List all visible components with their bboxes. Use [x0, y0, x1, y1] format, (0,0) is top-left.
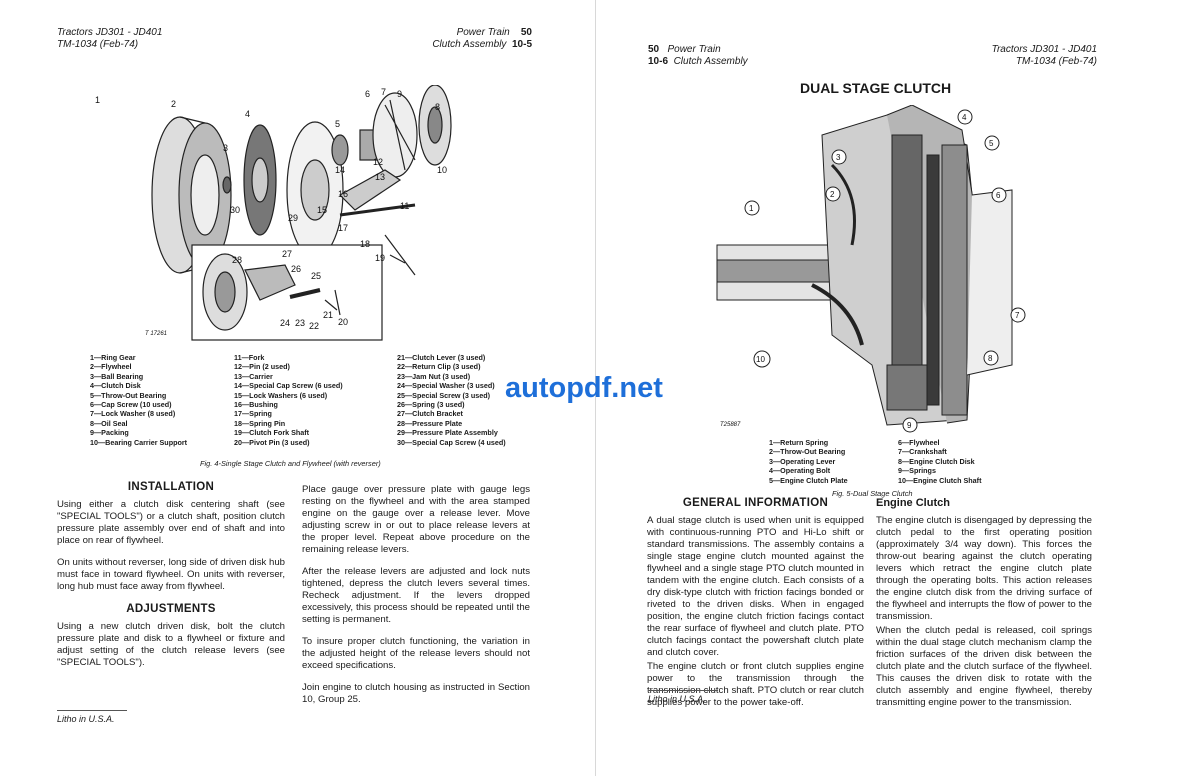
callout-9: 9: [907, 421, 912, 430]
callout-29: 29: [288, 213, 298, 223]
right-header-section: 50 Power Train 10-6 Clutch Assembly: [648, 44, 748, 67]
exploded-clutch-figure: 2 3 4 5 6 7 8 9 10 11 12 13 14 15 16 17 …: [95, 85, 452, 341]
callout-1: 1: [749, 204, 754, 213]
installation-heading: INSTALLATION: [127, 481, 215, 493]
callout-9: 9: [397, 89, 402, 99]
left-figure-caption: Fig. 4-Single Stage Clutch and Flywheel …: [200, 459, 381, 468]
callout-11: 11: [400, 201, 409, 211]
left-footer-rule: [57, 710, 127, 711]
variation-paragraph: To insure proper clutch functioning, the…: [302, 636, 530, 671]
callout-7: 7: [1015, 311, 1020, 320]
release-levers-paragraph: After the release levers are adjusted an…: [302, 566, 530, 625]
right-column-2: Engine Clutch The engine clutch is disen…: [876, 497, 1092, 719]
right-column-1: GENERAL INFORMATION A dual stage clutch …: [647, 497, 864, 719]
engine-clutch-heading: Engine Clutch: [876, 497, 950, 509]
right-footer: Litho in U.S.A.: [648, 694, 706, 704]
right-figure-caption: Fig. 5-Dual Stage Clutch: [832, 489, 913, 498]
engine-clutch-paragraph-2: When the clutch pedal is released, coil …: [876, 625, 1092, 708]
left-column-1: INSTALLATION Using either a clutch disk …: [57, 481, 285, 679]
callout-7: 7: [381, 87, 386, 97]
callout-1: 1: [95, 95, 100, 105]
callout-13: 13: [375, 172, 385, 182]
callout-16: 16: [338, 189, 348, 199]
callout-8: 8: [435, 102, 440, 112]
callout-18: 18: [360, 239, 370, 249]
callout-24: 24: [280, 318, 290, 328]
parts-list-col3: 21—Clutch Lever (3 used)22—Return Clip (…: [397, 353, 506, 447]
engine-clutch-paragraph-1: The engine clutch is disengaged by depre…: [876, 515, 1093, 622]
callout-23: 23: [295, 318, 305, 328]
callout-27: 27: [282, 249, 292, 259]
left-column-2: Place gauge over pressure plate with gau…: [302, 484, 530, 716]
callout-3: 3: [223, 143, 228, 153]
callout-5: 5: [989, 139, 994, 148]
join-engine-paragraph: Join engine to clutch housing as instruc…: [302, 682, 530, 705]
callout-5: 5: [335, 119, 340, 129]
adjustments-paragraph-1: Using a new clutch driven disk, bolt the…: [57, 621, 285, 668]
general-information-heading: GENERAL INFORMATION: [682, 497, 829, 509]
callout-19: 19: [375, 253, 385, 263]
general-paragraph-2: The engine clutch or front clutch suppli…: [647, 661, 864, 708]
callout-15: 15: [317, 205, 327, 215]
callout-4: 4: [962, 113, 967, 122]
dual-clutch-cutaway-figure: 1 2 3 4 5 6 7 8 9 10 T25887: [712, 105, 1027, 435]
watermark-text: autopdf.net: [505, 372, 663, 404]
right-header-model: Tractors JD301 - JD401 TM-1034 (Feb-74): [991, 44, 1097, 67]
callout-2: 2: [171, 99, 176, 109]
left-header-model: Tractors JD301 - JD401 TM-1034 (Feb-74): [57, 27, 163, 50]
dual-stage-clutch-title: DUAL STAGE CLUTCH: [800, 80, 952, 96]
callout-3: 3: [836, 153, 841, 162]
callout-6: 6: [996, 191, 1001, 200]
callout-6: 6: [365, 89, 370, 99]
gauge-paragraph: Place gauge over pressure plate with gau…: [302, 484, 530, 555]
callout-4: 4: [245, 109, 250, 119]
page-divider: [595, 0, 596, 776]
callout-30: 30: [230, 205, 240, 215]
callout-21: 21: [323, 310, 333, 320]
callout-26: 26: [291, 264, 301, 274]
adjustments-heading: ADJUSTMENTS: [126, 603, 216, 615]
left-header-section: Power Train 50 Clutch Assembly 10-5: [432, 27, 532, 50]
callout-2: 2: [830, 190, 835, 199]
callout-28: 28: [232, 255, 242, 265]
general-paragraph-1: A dual stage clutch is used when unit is…: [647, 515, 864, 658]
installation-paragraph-2: On units without reverser, long side of …: [57, 557, 285, 592]
callout-8: 8: [988, 354, 993, 363]
left-footer: Litho in U.S.A.: [57, 714, 115, 724]
right-footer-rule: [648, 690, 718, 691]
callout-17: 17: [338, 223, 348, 233]
callout-10: 10: [756, 355, 765, 364]
callout-14: 14: [335, 165, 345, 175]
callout-25: 25: [311, 271, 321, 281]
installation-paragraph-1: Using either a clutch disk centering sha…: [57, 499, 285, 546]
callout-22: 22: [309, 321, 319, 331]
callout-20: 20: [338, 317, 348, 327]
right-figure-code: T25887: [720, 422, 741, 428]
left-figure-code: T 17261: [145, 331, 167, 337]
callout-10: 10: [437, 165, 447, 175]
callout-12: 12: [373, 157, 383, 167]
